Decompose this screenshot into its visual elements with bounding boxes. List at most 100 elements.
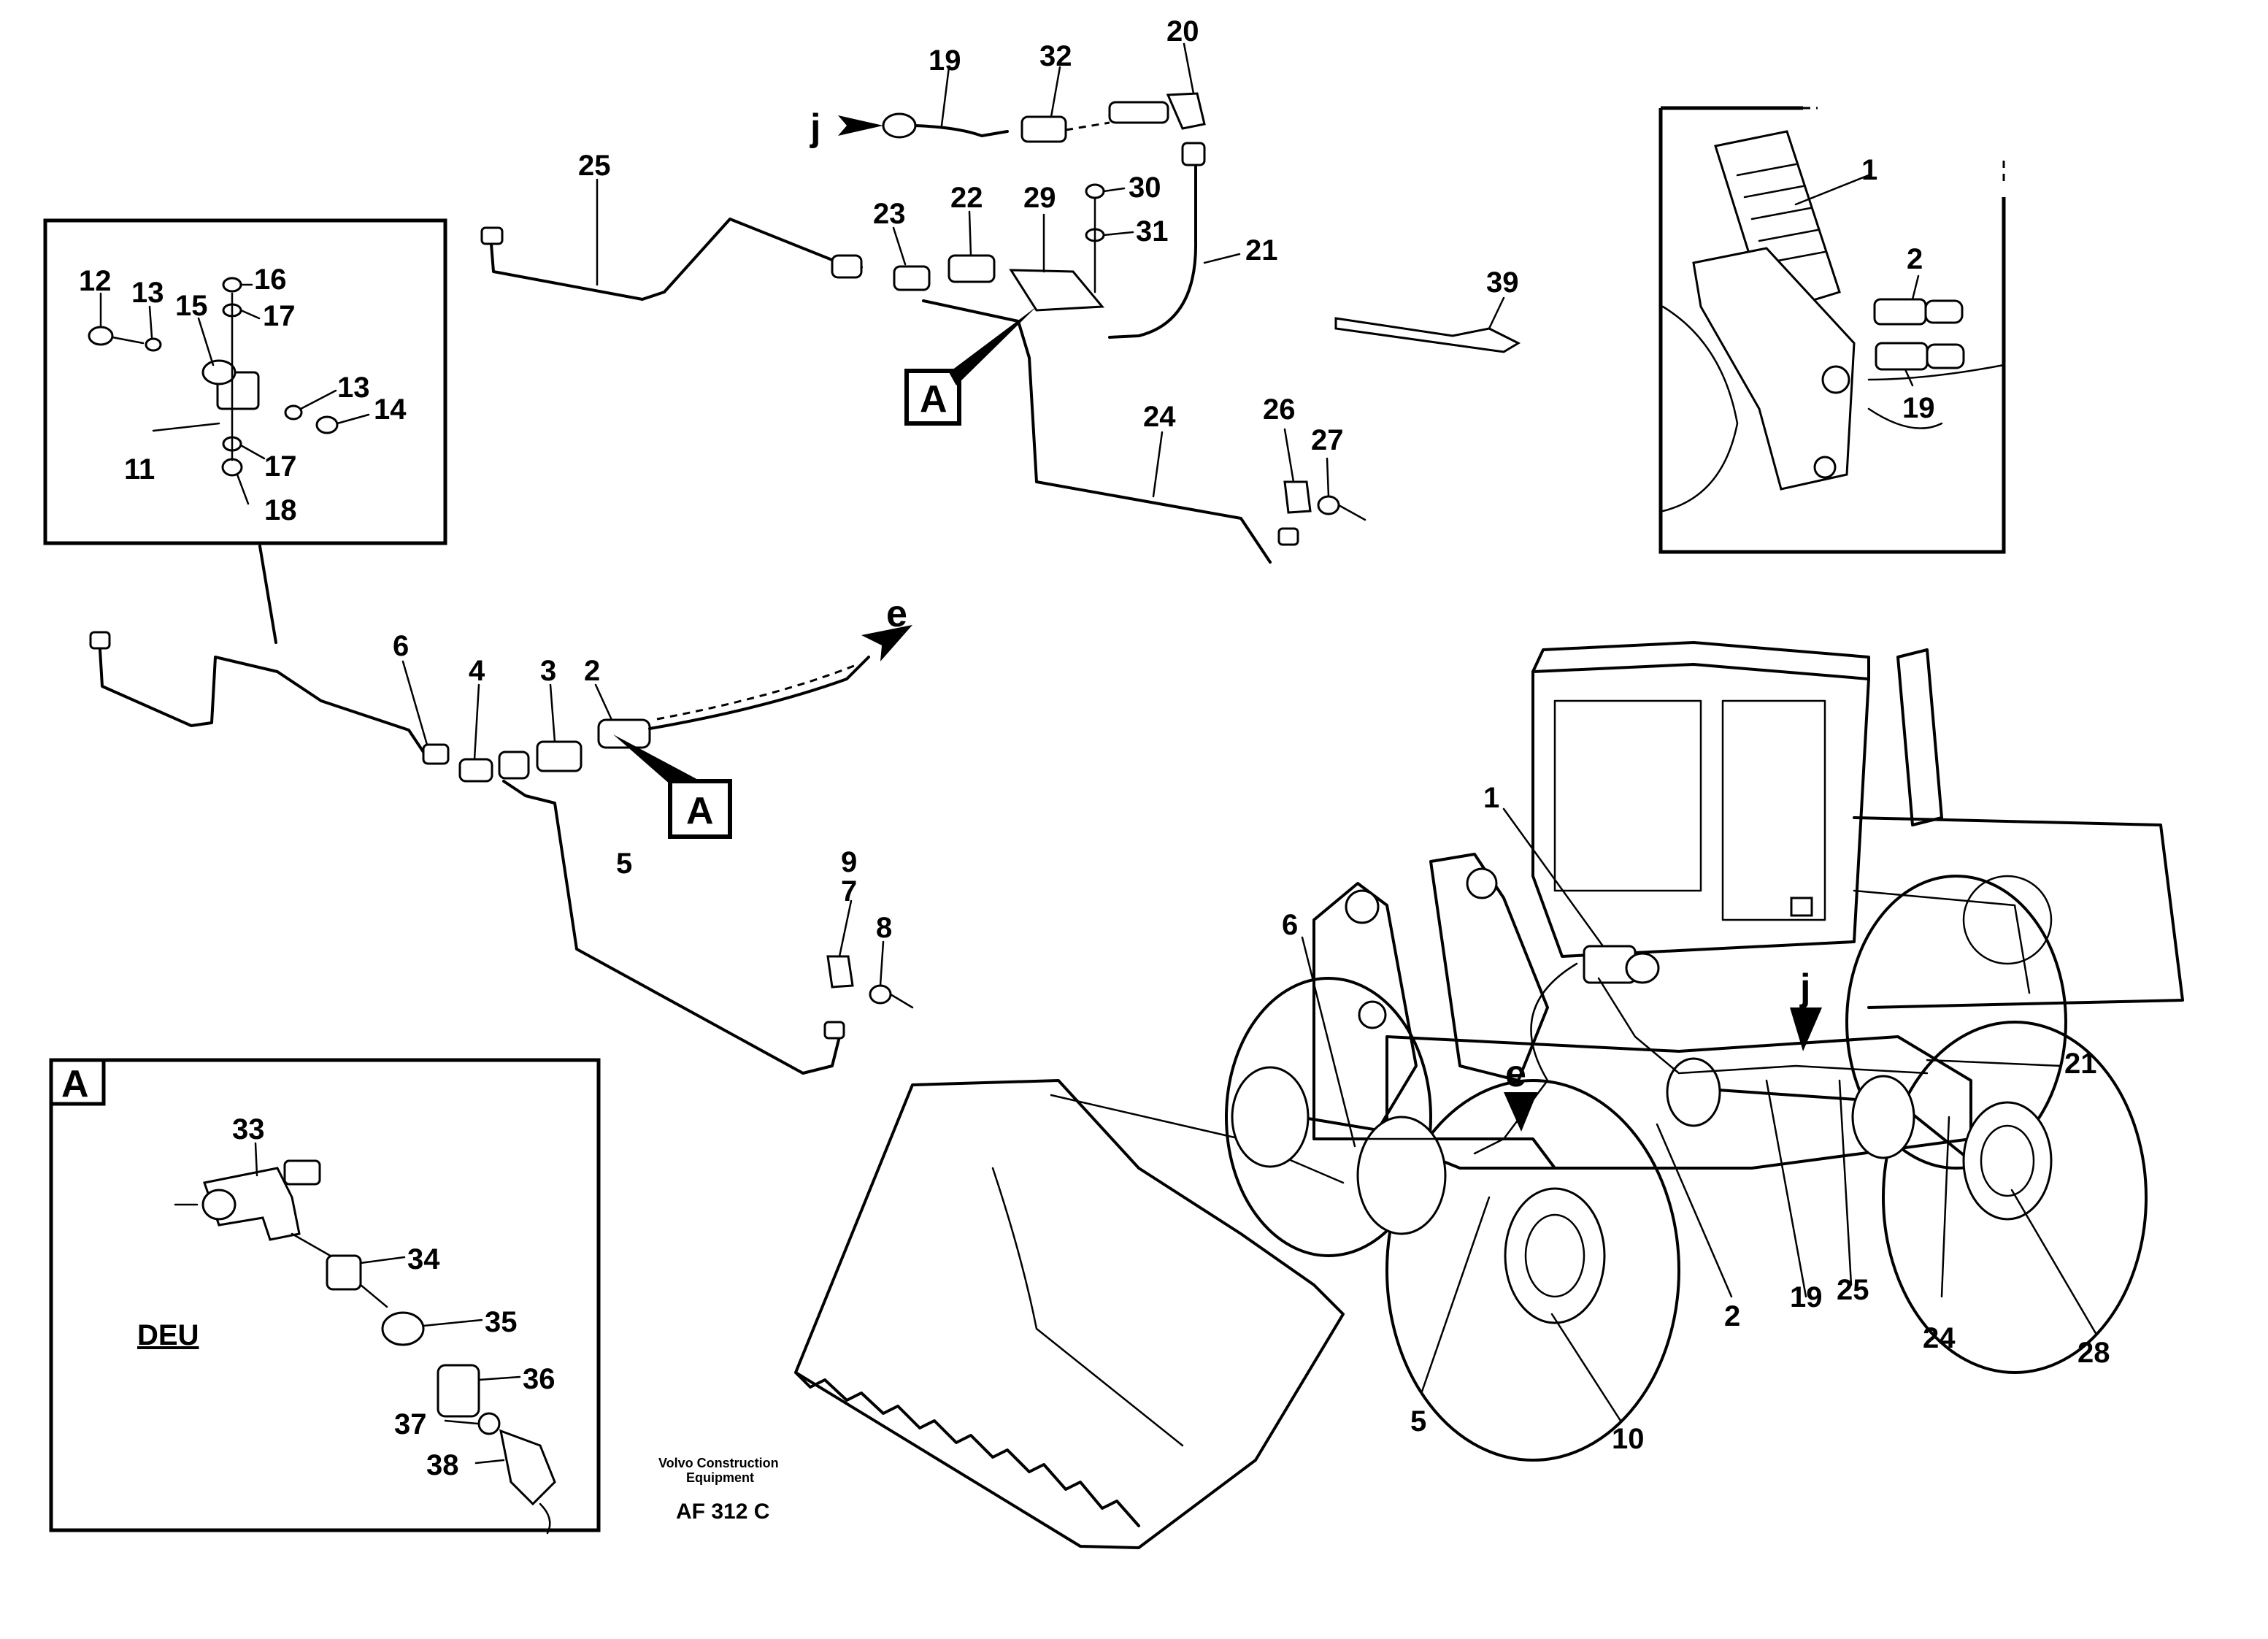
callout-37: 37: [394, 1408, 427, 1440]
callout-25-machine: 25: [1837, 1274, 1869, 1306]
view-arrow-j-top: [838, 115, 883, 136]
screw-12-shank: [111, 336, 145, 345]
bucket-inner: [991, 1167, 1184, 1447]
seal-27-axis: [1337, 504, 1366, 521]
nut-26: [1277, 527, 1299, 546]
nut-6-end: [422, 743, 450, 765]
section-marker-a-top: [904, 369, 961, 426]
bucket-teeth: [794, 1371, 1140, 1527]
tee-33-branch: [283, 1159, 321, 1186]
callout-1-inset: 1: [1861, 154, 1877, 186]
view-ref-e-machine: e: [1505, 1053, 1526, 1095]
fitting-4b: [498, 751, 530, 780]
footer-code: AF 312 C: [676, 1500, 769, 1524]
callout-2-machine: 2: [1724, 1300, 1740, 1332]
callout-13: 13: [131, 277, 164, 309]
front-wheel-left: [1225, 977, 1432, 1257]
callout-23: 23: [873, 198, 906, 230]
callout-5: 5: [616, 848, 632, 880]
hub-front-left: [1231, 1066, 1310, 1168]
nut-35: [381, 1311, 425, 1346]
footer-company-line1: Volvo Construction: [658, 1456, 779, 1470]
fitting-23: [893, 265, 931, 291]
cab: [1531, 663, 1870, 958]
callout-30: 30: [1129, 172, 1161, 204]
hub-front-right: [1504, 1187, 1606, 1324]
fitting-4: [458, 758, 493, 783]
washer-13: [145, 337, 162, 352]
footer-company-line2: Equipment: [686, 1470, 754, 1485]
callout-6: 6: [393, 630, 409, 662]
bucket: [794, 1079, 1345, 1549]
seal-8: [869, 984, 892, 1005]
engine-detail: [1853, 889, 2031, 994]
cab-handle: [1790, 897, 1813, 917]
callout-15: 15: [175, 290, 208, 322]
callout-26: 26: [1263, 394, 1296, 426]
brake-line-front: [1473, 962, 1578, 1155]
callout-21-machine: 21: [2064, 1048, 2097, 1080]
pipe-5-nut: [823, 1021, 845, 1040]
rear-differential: [1851, 1075, 1915, 1159]
view-arrow-j-machine: [1790, 1007, 1822, 1051]
callout-14: 14: [374, 394, 407, 426]
callout-19-inset: 19: [1902, 392, 1935, 424]
callout-33: 33: [232, 1113, 265, 1145]
callout-18: 18: [264, 494, 297, 526]
callout-12: 12: [79, 265, 112, 297]
section-marker-a-mid-label: A: [686, 790, 714, 832]
front-line-assembly: 6 4 3 2 5 9 7 8 e A: [89, 545, 914, 1075]
callout-8: 8: [876, 912, 892, 944]
valve-port-upper: [1821, 365, 1850, 394]
inset-a-tag-box: [49, 1058, 106, 1106]
inset-a-frame: [49, 1058, 601, 1532]
pipe-25-nut: [480, 226, 504, 245]
callout-4: 4: [469, 655, 485, 687]
pedal-background-shape: [1661, 305, 1739, 513]
engine-hood: [1853, 816, 2184, 1009]
rear-axle: [1685, 1086, 1972, 1162]
callout-27: 27: [1311, 424, 1344, 456]
fitting-3: [536, 740, 583, 772]
callout-36: 36: [523, 1363, 556, 1395]
callout-6-machine: 6: [1282, 909, 1298, 941]
section-marker-a-top-label: A: [920, 378, 947, 421]
elbow-26: [1283, 480, 1312, 514]
hose-e-edge: [656, 664, 855, 721]
front-wheel-right: [1385, 1079, 1680, 1462]
axis-34: [359, 1283, 388, 1308]
screw-12: [88, 326, 114, 346]
view-arrow-e: [861, 625, 912, 661]
section-marker-a-mid: [668, 779, 732, 839]
elbow-20: [1166, 92, 1206, 130]
valve-port: [1813, 456, 1837, 479]
coupling-32: [1020, 115, 1067, 143]
callout-32: 32: [1039, 40, 1072, 72]
callout-39: 39: [1486, 266, 1519, 299]
hub-rear-right: [1962, 1101, 2053, 1221]
pipe-6: [99, 648, 425, 753]
brake-pedal: [1661, 130, 2005, 513]
callout-17b: 17: [264, 450, 297, 483]
callout-19-machine: 19: [1790, 1281, 1823, 1313]
fitting-2: [1873, 298, 1927, 326]
nut-14: [315, 415, 339, 434]
callout-10: 10: [1612, 1423, 1645, 1455]
hose-e: [648, 656, 870, 730]
radiator-fan: [1962, 875, 2053, 965]
pedal-background-line: [1867, 364, 2005, 429]
inset-pedal-detail: 1 2 19: [1658, 106, 2006, 554]
callout-16: 16: [254, 264, 287, 296]
pedal-tread: [1736, 163, 1826, 264]
pivot-1: [1345, 889, 1380, 924]
callout-13b: 13: [337, 372, 370, 404]
callout-7: 7: [841, 875, 857, 907]
hose-21-end: [1181, 142, 1206, 166]
callout-34: 34: [407, 1243, 440, 1275]
section-marker-a-top-pointer: [949, 307, 1037, 385]
bracket-assembly: [88, 277, 339, 477]
callout-11: 11: [124, 453, 155, 485]
fitting-20-stem: [1108, 101, 1169, 124]
coupling-32-axis: [1065, 121, 1110, 131]
cab-roof: [1531, 641, 1870, 680]
